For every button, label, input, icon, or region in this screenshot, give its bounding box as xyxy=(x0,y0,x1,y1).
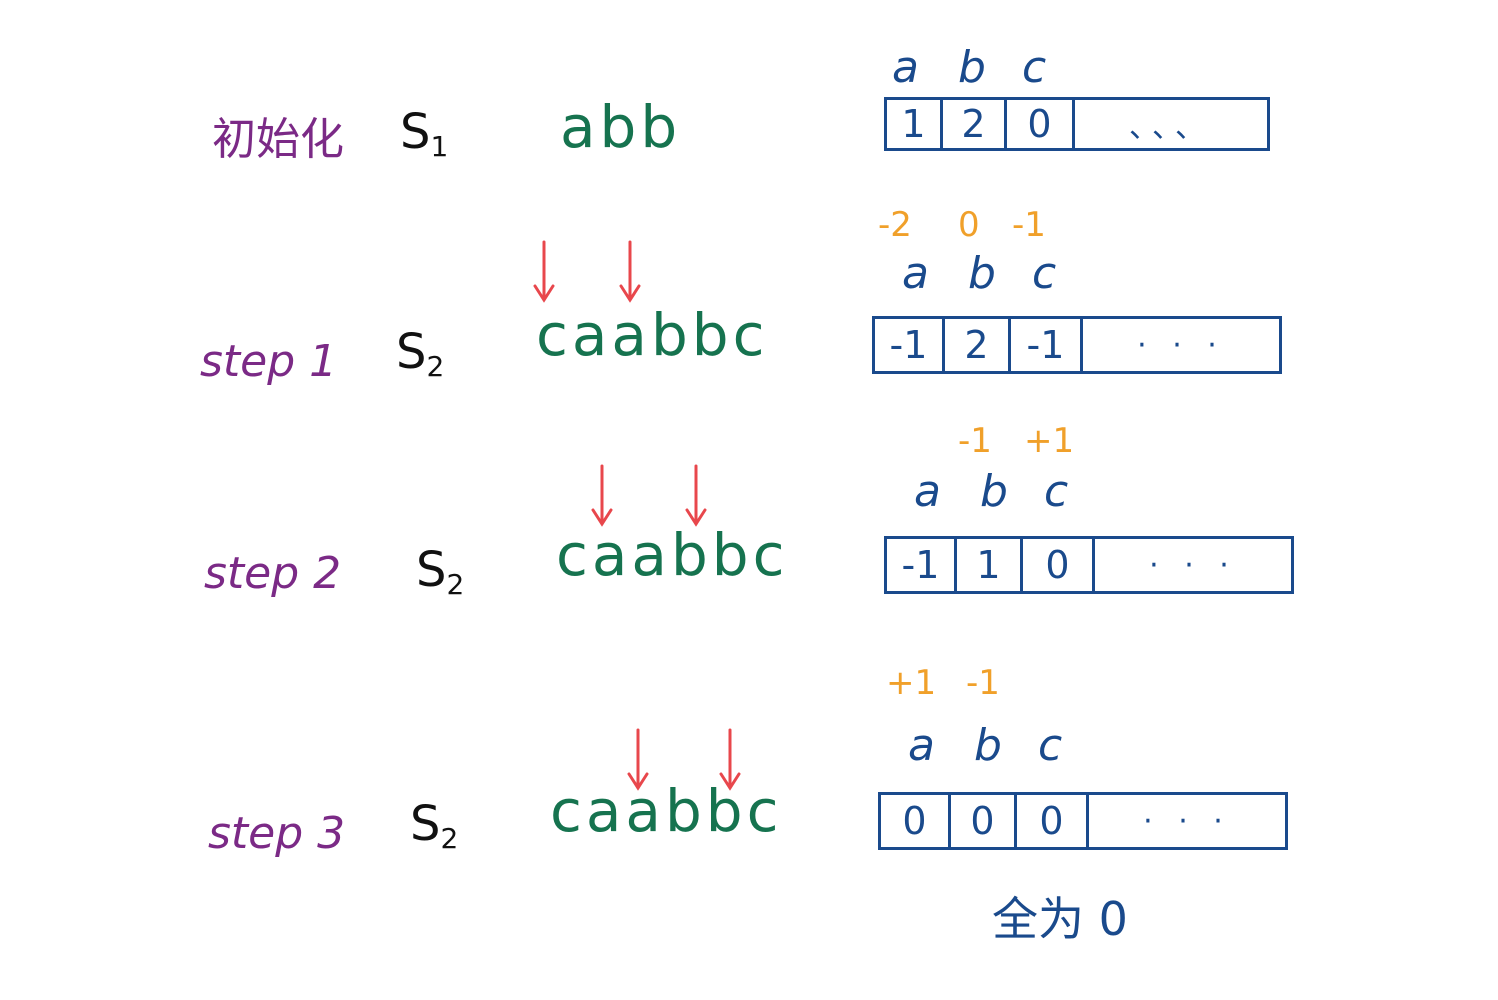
step1-window-start-arrow-icon xyxy=(533,240,555,303)
step1-header-c: c xyxy=(1032,248,1057,299)
step2-header-c: c xyxy=(1044,466,1069,517)
init-string-name: S1 xyxy=(400,104,449,163)
step1-window-end-arrow-icon xyxy=(619,240,641,303)
step1-delta-a: -2 xyxy=(878,205,912,245)
step1-header-b: b xyxy=(968,248,996,299)
step2-cell-rest: · · · xyxy=(1149,547,1237,583)
step2-string-value: caabbc xyxy=(556,521,789,589)
init-label: 初始化 xyxy=(212,114,344,165)
step3-cell-b: 0 xyxy=(951,795,1017,847)
step2-cell-c: 0 xyxy=(1023,539,1095,591)
step1-cell-c: -1 xyxy=(1011,319,1083,371)
init-cell-rest: 、、、 xyxy=(1129,110,1213,145)
step3-window-end-arrow-icon xyxy=(719,728,741,791)
step2-delta-c: +1 xyxy=(1024,421,1075,461)
init-header-a: a xyxy=(892,42,919,93)
step3-counter-array: 0 0 0 · · · xyxy=(878,792,1288,850)
step2-window-start-arrow-icon xyxy=(591,464,613,527)
step2-delta-b: -1 xyxy=(958,421,992,461)
step1-delta-b: 0 xyxy=(958,205,980,245)
step1-cell-b: 2 xyxy=(945,319,1011,371)
step2-label: step 2 xyxy=(204,548,342,599)
step2-cell-b: 1 xyxy=(957,539,1023,591)
step1-cell-rest: · · · xyxy=(1137,327,1225,363)
step3-header-c: c xyxy=(1038,720,1063,771)
step1-header-a: a xyxy=(902,248,929,299)
step1-string-value: caabbc xyxy=(536,301,769,369)
init-cell-a: 1 xyxy=(887,100,943,148)
step3-label: step 3 xyxy=(208,808,346,859)
step3-string-value: caabbc xyxy=(550,777,783,845)
step2-header-a: a xyxy=(914,466,941,517)
init-counter-array: 1 2 0 、、、 xyxy=(884,97,1270,151)
step3-string-name: S2 xyxy=(410,796,459,855)
step2-header-b: b xyxy=(980,466,1008,517)
step1-string-name: S2 xyxy=(396,324,445,383)
init-cell-b: 2 xyxy=(943,100,1007,148)
step3-cell-c: 0 xyxy=(1017,795,1089,847)
step1-delta-c: -1 xyxy=(1012,205,1046,245)
step3-cell-a: 0 xyxy=(881,795,951,847)
step3-window-start-arrow-icon xyxy=(627,728,649,791)
init-string-value: abb xyxy=(560,93,682,161)
step3-header-a: a xyxy=(908,720,935,771)
step1-counter-array: -1 2 -1 · · · xyxy=(872,316,1282,374)
step3-header-b: b xyxy=(974,720,1002,771)
step3-delta-b: -1 xyxy=(966,663,1000,703)
step2-string-name: S2 xyxy=(416,542,465,601)
step1-label: step 1 xyxy=(200,336,338,387)
step2-counter-array: -1 1 0 · · · xyxy=(884,536,1294,594)
step3-cell-rest: · · · xyxy=(1143,803,1231,839)
step3-delta-a: +1 xyxy=(886,663,937,703)
step2-cell-a: -1 xyxy=(887,539,957,591)
init-header-b: b xyxy=(958,42,986,93)
step1-cell-a: -1 xyxy=(875,319,945,371)
all-zero-caption: 全为 0 xyxy=(992,892,1128,946)
init-cell-c: 0 xyxy=(1007,100,1075,148)
step2-window-end-arrow-icon xyxy=(685,464,707,527)
init-header-c: c xyxy=(1022,42,1047,93)
